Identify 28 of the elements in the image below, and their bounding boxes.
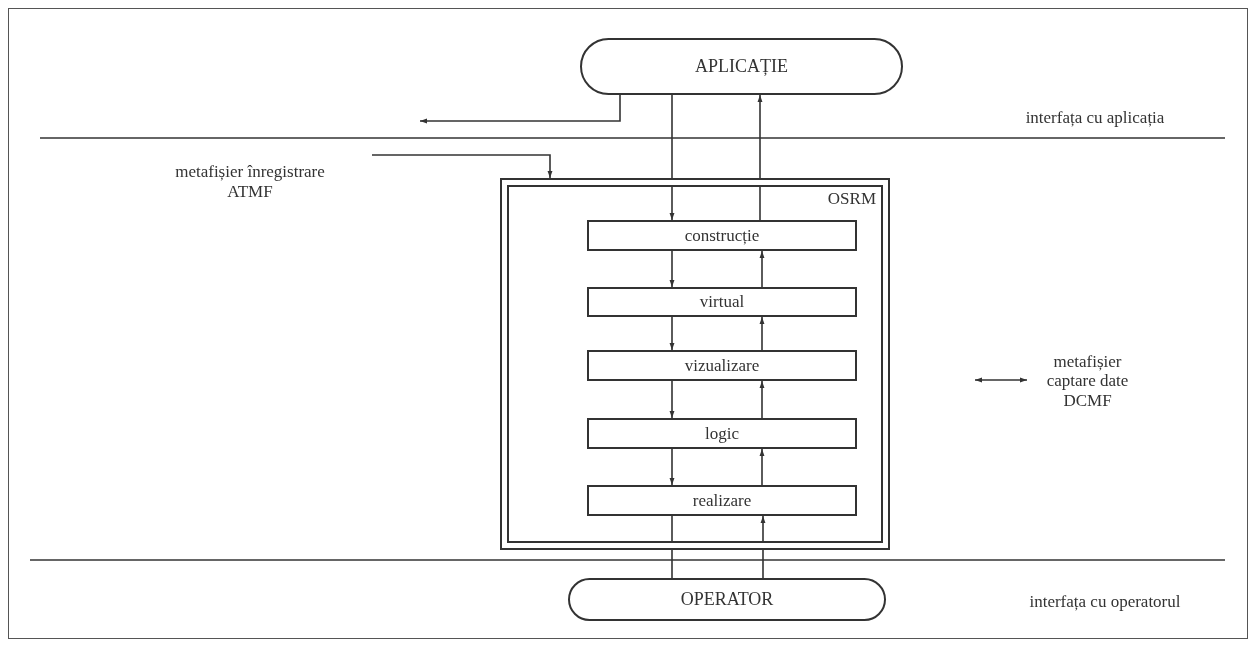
arrow [669, 250, 675, 288]
arrow [757, 94, 763, 221]
arrow [669, 380, 675, 419]
frame-title: OSRM [827, 189, 876, 209]
layer-box: realizare [587, 485, 857, 516]
arrow [371, 154, 553, 179]
arrow [759, 250, 765, 288]
layer-box: vizualizare [587, 350, 857, 381]
terminal-box: OPERATOR [568, 578, 886, 621]
arrow [759, 316, 765, 351]
arrow [760, 515, 766, 579]
connector-line [671, 515, 673, 579]
arrow [669, 94, 675, 221]
arrow [669, 316, 675, 351]
system-frame [500, 178, 890, 550]
annotation-text: metafișier captare date DCMF [1030, 348, 1145, 414]
arrow [669, 448, 675, 486]
arrow [974, 377, 1028, 383]
terminal-box: APLICAȚIE [580, 38, 903, 95]
layer-box: virtual [587, 287, 857, 317]
layer-box: logic [587, 418, 857, 449]
arrow [419, 94, 621, 124]
annotation-text: metafișier înregistrare ATMF [175, 162, 325, 202]
arrow [759, 448, 765, 486]
arrow [759, 380, 765, 419]
layer-box: construcție [587, 220, 857, 251]
interface-label: interfața cu aplicația [1024, 108, 1166, 128]
interface-label: interfața cu operatorul [1028, 592, 1182, 612]
